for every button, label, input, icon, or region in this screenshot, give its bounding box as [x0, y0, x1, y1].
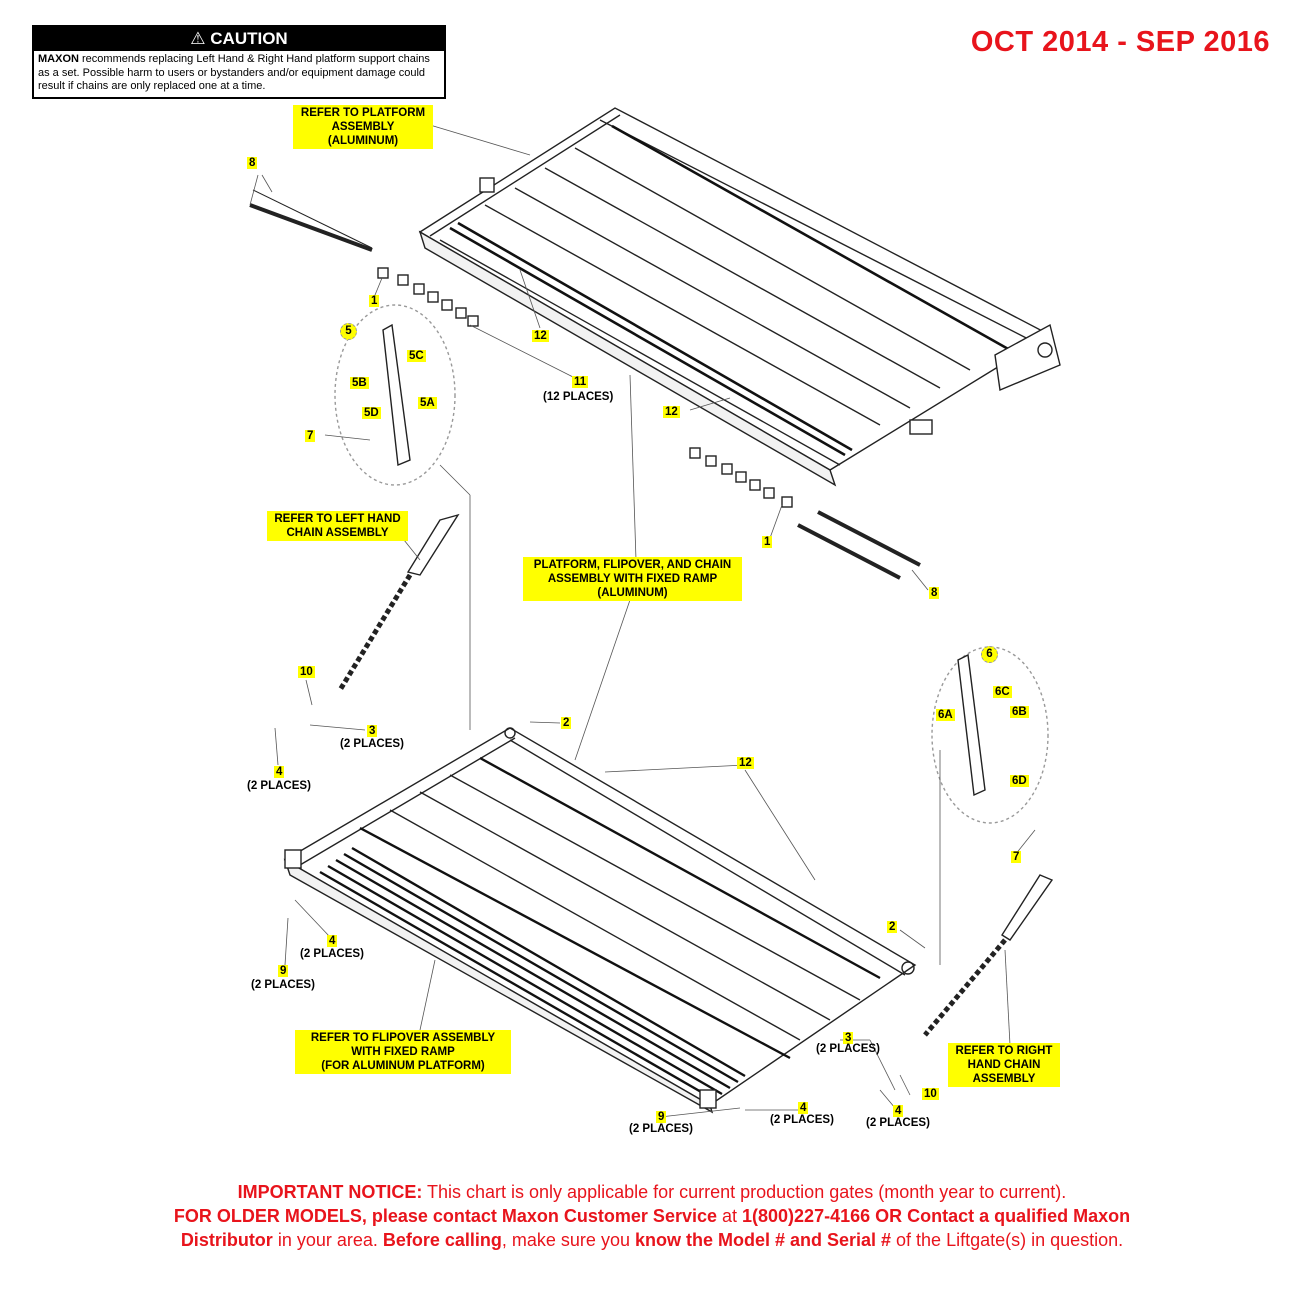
label-right-chain-assembly: REFER TO RIGHT HAND CHAIN ASSEMBLY	[948, 1043, 1060, 1087]
notice-before-calling: Before calling	[382, 1230, 502, 1250]
callout-4-left-upper-note: (2 PLACES)	[247, 780, 311, 792]
callout-5: 5	[340, 323, 357, 340]
date-range: OCT 2014 - SEP 2016	[970, 26, 1270, 58]
callout-6a: 6A	[936, 709, 955, 721]
callout-6: 6	[981, 646, 998, 663]
lower-platform-drawing	[283, 727, 917, 1114]
callout-1-bottom: 1	[762, 536, 773, 548]
link-arm-6	[957, 653, 986, 797]
link-assembly-5-outline	[334, 304, 456, 486]
callout-11-note: (12 PLACES)	[543, 391, 614, 403]
caution-box: ⚠ CAUTION MAXON recommends replacing Lef…	[32, 25, 446, 99]
notice-text-1: This chart is only applicable for curren…	[422, 1182, 1067, 1202]
callout-4-left-lower-note: (2 PLACES)	[300, 948, 364, 960]
callout-8-top: 8	[247, 157, 258, 169]
callout-6c: 6C	[993, 686, 1012, 698]
callout-12-bottom: 12	[737, 757, 754, 769]
label-platform-flipover-chain-assembly: PLATFORM, FLIPOVER, AND CHAIN ASSEMBLY W…	[523, 557, 742, 601]
label-platform-assembly: REFER TO PLATFORM ASSEMBLY (ALUMINUM)	[293, 105, 433, 149]
callout-7-left: 7	[305, 430, 316, 442]
callout-12-mid: 12	[663, 406, 680, 418]
callout-6b: 6B	[1010, 706, 1029, 718]
callout-1-top: 1	[369, 295, 380, 307]
callout-3-left-note: (2 PLACES)	[340, 738, 404, 750]
caution-message: recommends replacing Left Hand & Right H…	[38, 53, 430, 92]
hinge-pins	[249, 189, 921, 580]
notice-text-3: in your area.	[272, 1230, 383, 1250]
callout-5c: 5C	[407, 350, 426, 362]
link-arm-5	[382, 323, 411, 467]
callout-5d: 5D	[362, 407, 381, 419]
caution-text: MAXON recommends replacing Left Hand & R…	[34, 51, 444, 96]
callout-9-right-note: (2 PLACES)	[629, 1123, 693, 1135]
callout-4-bottom-right-note: (2 PLACES)	[866, 1117, 930, 1129]
warning-icon: ⚠	[190, 29, 206, 48]
link-assembly-6-outline	[931, 646, 1049, 824]
leader-lines	[249, 124, 1036, 1118]
callout-4-bottom-mid: 4	[798, 1102, 809, 1114]
parts-diagram	[249, 107, 1061, 1118]
callout-6d: 6D	[1010, 775, 1029, 787]
notice-distributor: Distributor	[180, 1230, 273, 1250]
callout-3-right: 3	[843, 1032, 854, 1044]
important-notice: IMPORTANT NOTICE: This chart is only app…	[0, 1180, 1304, 1252]
callout-4-bottom-mid-note: (2 PLACES)	[770, 1114, 834, 1126]
label-left-chain-assembly: REFER TO LEFT HAND CHAIN ASSEMBLY	[267, 511, 408, 541]
callout-9-right: 9	[656, 1111, 667, 1123]
callout-2-bottom: 2	[887, 921, 898, 933]
caution-header: ⚠ CAUTION	[34, 27, 444, 51]
callout-12-top: 12	[532, 330, 549, 342]
callout-10-left: 10	[298, 666, 315, 678]
upper-platform-drawing	[418, 107, 1061, 487]
callout-4-left-lower: 4	[327, 935, 338, 947]
callout-7-right: 7	[1011, 851, 1022, 863]
callout-11: 11	[572, 376, 589, 388]
callout-9-left: 9	[278, 965, 289, 977]
notice-older-models: FOR OLDER MODELS, please contact Maxon C…	[173, 1206, 717, 1226]
callout-5a: 5A	[418, 397, 437, 409]
callout-5b: 5B	[350, 377, 369, 389]
notice-line-2: FOR OLDER MODELS, please contact Maxon C…	[0, 1204, 1304, 1228]
callout-10-right: 10	[922, 1088, 939, 1100]
notice-text-2: at	[717, 1206, 743, 1226]
notice-text-5: of the Liftgate(s) in question.	[891, 1230, 1124, 1250]
upper-hinge-blocks	[377, 267, 793, 508]
notice-heading: IMPORTANT NOTICE:	[237, 1182, 423, 1202]
notice-model-serial: know the Model # and Serial #	[634, 1230, 892, 1250]
callout-9-left-note: (2 PLACES)	[251, 979, 315, 991]
callout-3-left: 3	[367, 725, 378, 737]
callout-8-bottom: 8	[929, 587, 940, 599]
caution-title: CAUTION	[210, 29, 288, 48]
right-chain-drawing	[923, 874, 1054, 1037]
caution-brand: MAXON	[38, 53, 79, 65]
left-chain-drawing	[337, 513, 460, 692]
notice-text-4: , make sure you	[501, 1230, 635, 1250]
notice-phone: 1(800)227-4166 OR Contact a qualified Ma…	[742, 1206, 1131, 1226]
callout-4-bottom-right: 4	[893, 1105, 904, 1117]
notice-line-3: Distributor in your area. Before calling…	[0, 1228, 1304, 1252]
callout-2-top: 2	[561, 717, 572, 729]
notice-line-1: IMPORTANT NOTICE: This chart is only app…	[0, 1180, 1304, 1204]
label-flipover-assembly: REFER TO FLIPOVER ASSEMBLY WITH FIXED RA…	[295, 1030, 511, 1074]
callout-3-right-note: (2 PLACES)	[816, 1043, 880, 1055]
callout-4-left-upper: 4	[274, 766, 285, 778]
